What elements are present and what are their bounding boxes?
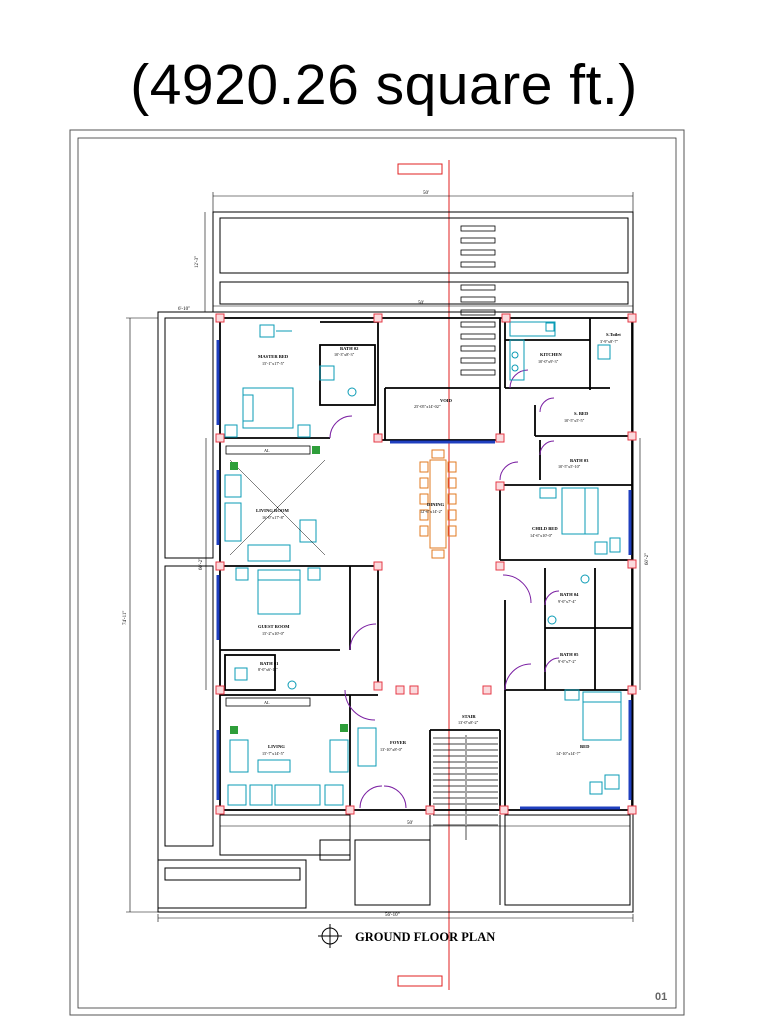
room-child-bed-size: 14'-6"x10'-0" xyxy=(530,533,553,538)
dimension-lines xyxy=(126,192,641,922)
room-bed-size: 14'-10"x14'-7" xyxy=(556,751,581,756)
dim-overall-depth: 74'-11" xyxy=(123,611,128,625)
bed-furniture xyxy=(582,691,622,741)
room-s-toilet-name: S.Toilet xyxy=(606,332,621,337)
ac-label-2: AL xyxy=(264,700,270,705)
site-outline xyxy=(157,211,634,913)
columns xyxy=(215,313,637,815)
dim-right-depth: 60'-2" xyxy=(645,553,650,565)
dim-top-width: 50' xyxy=(423,191,429,196)
dim-inner-width: 50' xyxy=(418,301,424,306)
ceiling-diagonals xyxy=(229,459,326,556)
room-kitchen-name: KITCHEN xyxy=(540,352,562,357)
dim-setback-left: 6'-10" xyxy=(178,307,190,312)
room-s-toilet-size: 3'-9"x8'-7" xyxy=(600,339,618,344)
room-dining-size: 12'-6"x14'-2" xyxy=(420,509,443,514)
axis-tag-top xyxy=(397,163,443,175)
ac-label-1: AL xyxy=(264,448,270,453)
windows xyxy=(216,340,632,810)
room-s-bed-size: 10'-5"x5'-5" xyxy=(564,418,585,423)
living-sofa xyxy=(229,739,249,773)
room-bath-03-size: 10'-5"x5'-10" xyxy=(558,464,581,469)
living-room-sofa xyxy=(247,544,291,562)
room-bath-02-size: 10'-3"x8'-3" xyxy=(334,352,355,357)
room-bath-02-name: BATH 02 xyxy=(340,346,359,351)
plants xyxy=(230,446,348,734)
room-stair-name: STAIR xyxy=(462,714,476,719)
room-living-size: 15'-7"x14'-5" xyxy=(262,751,285,756)
room-bath-04-name: BATH 04 xyxy=(560,592,579,597)
plan-title: GROUND FLOOR PLAN xyxy=(355,930,495,944)
room-living-name: LIVING xyxy=(268,744,285,749)
dim-mid-left: 60'-2" xyxy=(199,558,204,570)
north-symbol-icon xyxy=(318,924,342,948)
room-guest-room-name: GUEST ROOM xyxy=(258,624,290,629)
room-master-bed-size: 15'-1"x17'-5" xyxy=(262,361,285,366)
building-walls xyxy=(219,317,633,811)
room-child-bed-name: CHILD BED xyxy=(532,526,558,531)
room-bath-04-size: 9'-0"x7'-4" xyxy=(558,599,576,604)
ac-units xyxy=(225,445,311,707)
room-guest-room-size: 15'-2"x10'-0" xyxy=(262,631,285,636)
drawing-frame xyxy=(77,137,677,1009)
staircase xyxy=(433,735,498,840)
room-bath-05-name: BATH 05 xyxy=(560,652,579,657)
front-yard xyxy=(219,814,631,906)
room-bed-name: BED xyxy=(580,744,590,749)
dim-bottom-width: 56'-10" xyxy=(385,913,400,918)
room-living-room-name: LIVING ROOM xyxy=(256,508,289,513)
room-bath-03-name: BATH 03 xyxy=(570,458,589,463)
room-bath-01-size: 8'-0"x6'-11" xyxy=(258,667,278,672)
ramp-stripes xyxy=(460,225,496,376)
page-title: (4920.26 square ft.) xyxy=(130,53,638,117)
dim-bottom-inner: 50' xyxy=(407,821,413,826)
room-void-name: VOID xyxy=(440,398,453,403)
master-bed-furniture xyxy=(242,387,294,429)
doors xyxy=(329,369,560,809)
room-foyer-size: 13'-10"x8'-0" xyxy=(380,747,403,752)
guest-bed-furniture xyxy=(257,569,301,615)
room-void-size: 25'-05"x14'-02" xyxy=(414,404,441,409)
room-living-room-size: 16'-0"x17'-8" xyxy=(262,515,285,520)
dining-table xyxy=(419,449,457,559)
sheet-border xyxy=(69,129,685,1016)
kitchen-counter xyxy=(509,321,556,337)
room-kitchen-size: 10'-0"x9'-3" xyxy=(538,359,559,364)
room-s-bed-name: S. BED xyxy=(574,411,589,416)
child-bed-furniture xyxy=(561,487,599,535)
furniture xyxy=(224,321,622,806)
room-master-bed-name: MASTER BED xyxy=(258,354,289,359)
room-foyer-name: FOYER xyxy=(390,740,407,745)
page-number: 01 xyxy=(655,991,667,1003)
room-bath-05-size: 9'-0"x7'-2" xyxy=(558,659,576,664)
axis-tag-bottom xyxy=(397,975,443,987)
room-stair-size: 13'-0"x8'-2" xyxy=(458,720,479,725)
room-bath-01-name: BATH 01 xyxy=(260,661,279,666)
room-dining-name: DINING xyxy=(427,502,445,507)
dim-setback-top: 12'-3" xyxy=(195,256,200,268)
